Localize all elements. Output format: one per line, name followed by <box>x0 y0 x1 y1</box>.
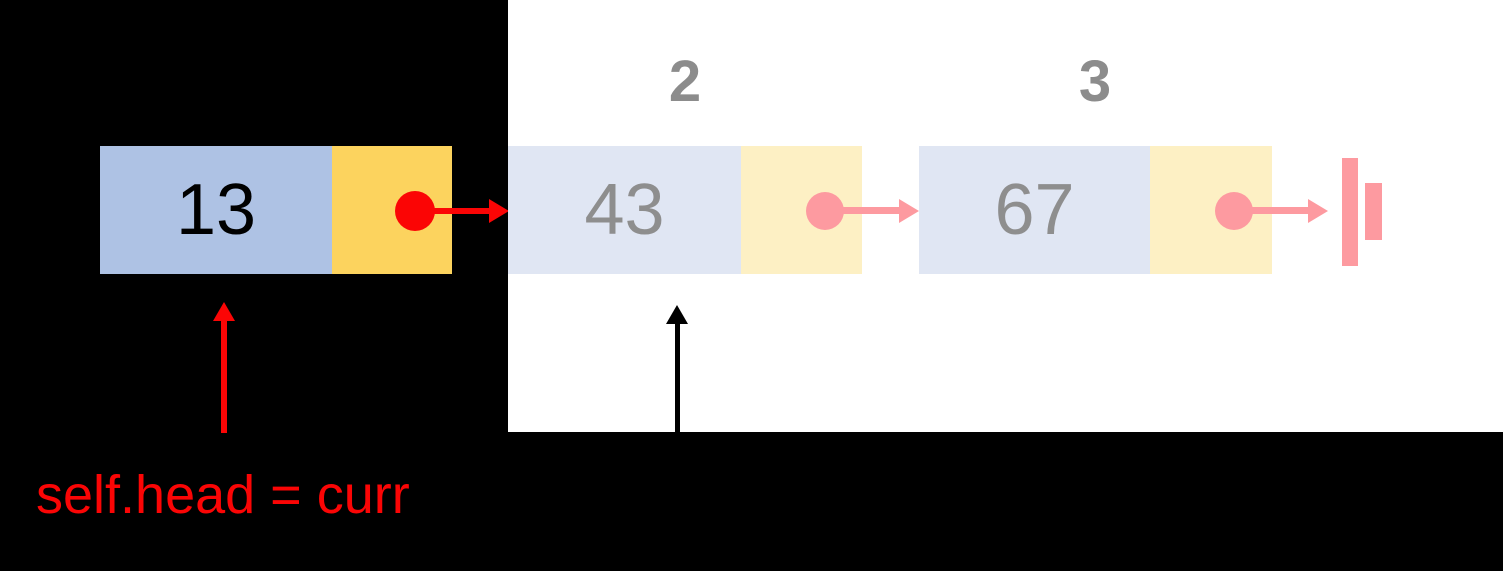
node-3-value: 67 <box>994 170 1075 250</box>
caption-self-head-curr: self.head = curr <box>36 465 410 525</box>
node-1-next-arrowhead-icon <box>489 199 509 223</box>
node-1-next-arrow <box>424 208 490 214</box>
node-1-value: 13 <box>175 170 257 250</box>
node-2-data-cell: 43 <box>508 146 741 274</box>
null-terminator-tall-bar-icon <box>1342 158 1358 266</box>
node-2-value: 43 <box>584 170 665 250</box>
node-2-up-arrowhead-icon <box>666 305 688 324</box>
node-3-next-arrow <box>1242 207 1309 214</box>
node-2-next-arrow <box>833 207 900 214</box>
node-3-data-cell: 67 <box>919 146 1150 274</box>
null-terminator-short-bar-icon <box>1365 183 1382 240</box>
node-index-label-2: 2 <box>668 49 702 114</box>
node-1-data-cell: 13 <box>100 146 332 274</box>
node-index-label-3: 3 <box>1078 49 1112 114</box>
head-pointer-arrow <box>221 320 227 433</box>
node-3-next-arrowhead-icon <box>1308 199 1328 223</box>
head-pointer-arrowhead-icon <box>213 302 235 321</box>
node-2-next-arrowhead-icon <box>899 199 919 223</box>
node-2-up-arrow <box>675 323 680 432</box>
